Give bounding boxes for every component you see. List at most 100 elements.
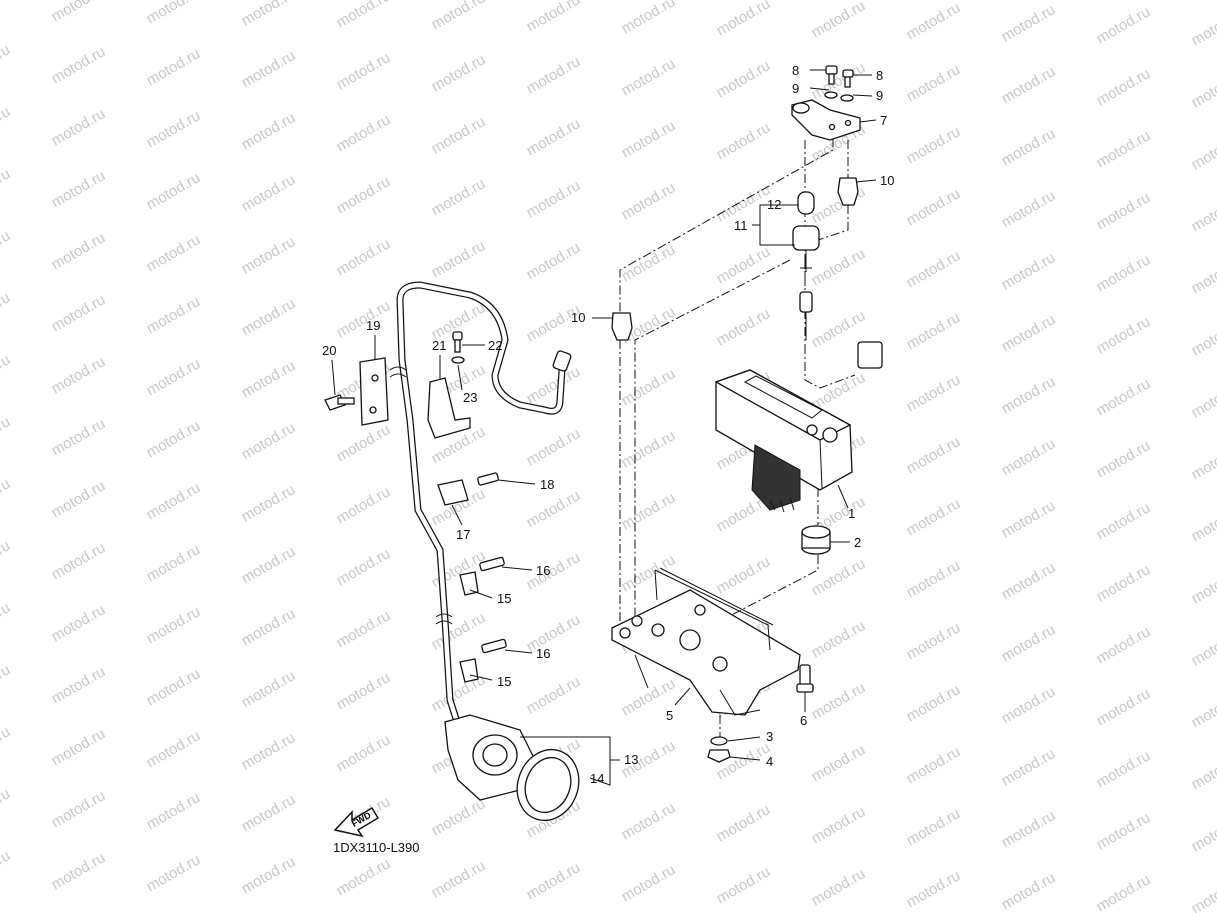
watermark-text: motod.ru — [49, 415, 109, 459]
label-part-18: 18 — [540, 477, 554, 492]
watermark-text: motod.ru — [1189, 191, 1217, 235]
watermark-text: motod.ru — [714, 119, 774, 163]
watermark-text: motod.ru — [1189, 563, 1217, 607]
label-part-22: 22 — [488, 338, 502, 353]
watermark-text: motod.ru — [429, 175, 489, 219]
part-labels: 8 8 9 9 7 10 12 11 10 1 2 6 3 4 5 13 14 … — [322, 63, 894, 786]
label-part-4: 4 — [766, 754, 773, 769]
watermark-text: motod.ru — [239, 357, 299, 401]
watermark-text: motod.ru — [1189, 129, 1217, 173]
watermark-text: motod.ru — [1094, 251, 1154, 295]
watermark-text: motod.ru — [999, 497, 1059, 541]
watermark-text: motod.ru — [1189, 749, 1217, 793]
watermark-text: motod.ru — [999, 807, 1059, 851]
watermark-text: motod.ru — [619, 179, 679, 223]
watermark-text: motod.ru — [809, 865, 869, 909]
watermark-text: motod.ru — [1189, 253, 1217, 297]
watermark-text: motod.ru — [239, 419, 299, 463]
watermark-text: motod.ru — [904, 867, 964, 911]
speedometer-cable — [389, 281, 572, 727]
watermark-text: motod.ru — [714, 57, 774, 101]
watermark-text: motod.ru — [714, 305, 774, 349]
watermark-text: motod.ru — [999, 745, 1059, 789]
watermark-text: motod.ru — [809, 0, 869, 41]
watermark-text: motod.ru — [1189, 501, 1217, 545]
watermark-text: motod.ru — [714, 553, 774, 597]
watermark-text: motod.ru — [809, 59, 869, 103]
watermark-text: motod.ru — [714, 739, 774, 783]
watermark-text: motod.ru — [904, 681, 964, 725]
watermark-text: motod.ru — [429, 0, 489, 33]
watermark-text: motod.ru — [1094, 809, 1154, 853]
watermark-text: motod.ru — [334, 855, 394, 899]
label-part-7: 7 — [880, 113, 887, 128]
watermark-text: motod.ru — [904, 61, 964, 105]
watermark-text: motod.ru — [49, 477, 109, 521]
watermark-text: motod.ru — [0, 723, 13, 767]
watermark-text: motod.ru — [334, 297, 394, 341]
watermark-text: motod.ru — [334, 545, 394, 589]
watermark-text: motod.ru — [334, 235, 394, 279]
watermark-text: motod.ru — [809, 617, 869, 661]
watermark-text: motod.ru — [999, 621, 1059, 665]
watermark-text: motod.ru — [999, 249, 1059, 293]
watermark-text: motod.ru — [0, 847, 13, 891]
watermark-text: motod.ru — [49, 601, 109, 645]
grommet — [611, 177, 859, 341]
watermark-text: motod.ru — [904, 619, 964, 663]
watermark-text: motod.ru — [904, 743, 964, 787]
watermark-text: motod.ru — [1094, 313, 1154, 357]
watermark-text: motod.ru — [0, 413, 13, 457]
label-part-9: 9 — [792, 81, 799, 96]
watermark-text: motod.ru — [999, 869, 1059, 913]
watermark-text: motod.ru — [49, 787, 109, 831]
watermark-text: motod.ru — [49, 43, 109, 87]
label-part-19: 19 — [366, 318, 380, 333]
label-part-1: 1 — [848, 506, 855, 521]
watermark-text: motod.ru — [524, 859, 584, 903]
watermark-text: motod.ru — [0, 351, 13, 395]
watermark-text: motod.ru — [1094, 685, 1154, 729]
watermark-text: motod.ru — [619, 0, 679, 37]
watermark-text: motod.ru — [524, 425, 584, 469]
watermark-text: motod.ru — [0, 537, 13, 581]
watermark-text: motod.ru — [524, 611, 584, 655]
watermark-text: motod.ru — [144, 479, 204, 523]
label-part-11: 11 — [734, 218, 748, 233]
watermark-text: motod.ru — [619, 55, 679, 99]
watermark-text: motod.ru — [1094, 189, 1154, 233]
watermark-text: motod.ru — [429, 113, 489, 157]
reference-lines — [619, 138, 856, 740]
watermark-text: motod.ru — [1189, 687, 1217, 731]
watermark-text: motod.ru — [334, 173, 394, 217]
cable-clamp — [437, 472, 507, 683]
watermark-text: motod.ru — [524, 673, 584, 717]
label-part-15: 15 — [497, 674, 511, 689]
watermark-text: motod.ru — [144, 789, 204, 833]
watermark-text: motod.ru — [49, 105, 109, 149]
cable-holder — [427, 331, 471, 439]
watermark-text: motod.ru — [1094, 127, 1154, 171]
watermark-text: motod.ru — [334, 731, 394, 775]
label-part-14: 14 — [590, 771, 604, 786]
watermark-text: motod.ru — [904, 495, 964, 539]
watermark-text: motod.ru — [999, 63, 1059, 107]
watermark-text: motod.ru — [524, 115, 584, 159]
watermark-text: motod.ru — [144, 727, 204, 771]
label-part-2: 2 — [854, 535, 861, 550]
watermark-text: motod.ru — [49, 167, 109, 211]
watermark-text: motod.ru — [1094, 871, 1154, 913]
watermark-text: motod.ru — [999, 125, 1059, 169]
watermark-text: motod.ru — [239, 543, 299, 587]
watermark-text: motod.ru — [904, 309, 964, 353]
watermark-text: motod.ru — [49, 353, 109, 397]
watermark-text: motod.ru — [239, 605, 299, 649]
watermark-text: motod.ru — [904, 247, 964, 291]
watermark-text: motod.ru — [999, 1, 1059, 45]
watermark-text: motod.ru — [999, 187, 1059, 231]
watermark-text: motod.ru — [1189, 439, 1217, 483]
watermark-text: motod.ru — [524, 487, 584, 531]
meter-bracket — [611, 567, 801, 716]
